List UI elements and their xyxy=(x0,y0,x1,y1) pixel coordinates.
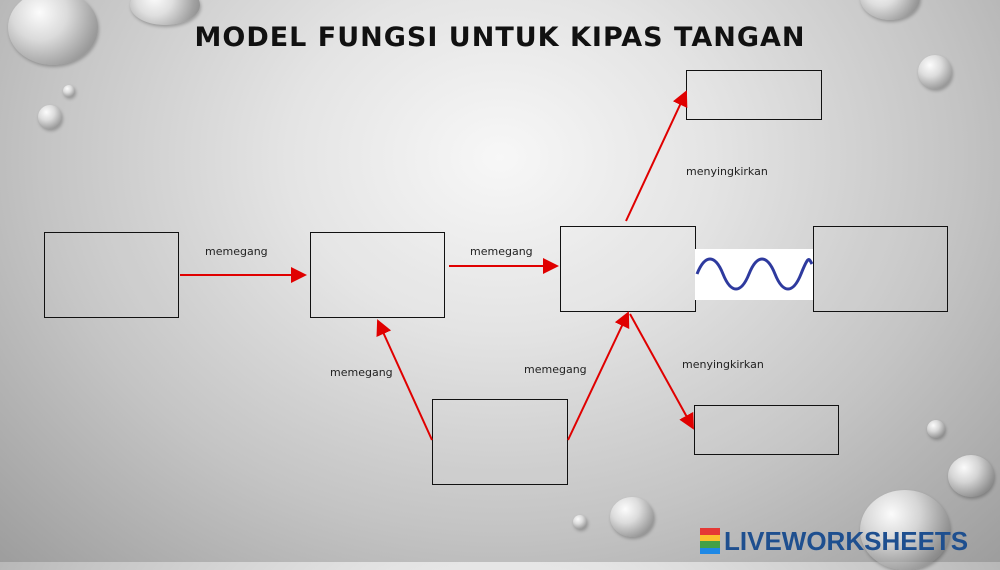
liveworksheets-icon xyxy=(700,528,720,554)
function-box-1[interactable] xyxy=(310,232,445,318)
arrow-bottom-to-function2 xyxy=(567,311,630,441)
water-drop xyxy=(38,105,62,129)
label-memegang: memegang xyxy=(470,245,533,258)
label-menyingkirkan: menyingkirkan xyxy=(686,165,768,178)
label-memegang: memegang xyxy=(205,245,268,258)
output-box-right[interactable] xyxy=(813,226,948,312)
arrow-bottom-to-function1 xyxy=(376,319,433,441)
function-box-2[interactable] xyxy=(560,226,696,312)
water-drop xyxy=(610,497,654,537)
sine-wave-icon xyxy=(695,257,814,291)
function-box-bottom[interactable] xyxy=(432,399,568,485)
arrow-function2-to-top xyxy=(625,90,688,222)
output-box-bottom[interactable] xyxy=(694,405,839,455)
label-memegang: memegang xyxy=(524,363,587,376)
water-drop xyxy=(8,0,98,65)
label-memegang: memegang xyxy=(330,366,393,379)
water-drop xyxy=(573,515,587,529)
output-box-top[interactable] xyxy=(686,70,822,120)
water-drop xyxy=(860,0,920,20)
water-drop xyxy=(860,490,950,570)
label-menyingkirkan: menyingkirkan xyxy=(682,358,764,371)
water-drop xyxy=(948,455,994,497)
water-drop xyxy=(918,55,952,89)
water-drop xyxy=(927,420,945,438)
water-drop xyxy=(63,85,75,97)
liveworksheets-logo: LIVEWORKSHEETS xyxy=(700,525,969,556)
arrow-function2-to-bottom xyxy=(629,313,694,430)
wave-image xyxy=(695,249,814,300)
brand-text: LIVEWORKSHEETS xyxy=(724,525,969,556)
input-box[interactable] xyxy=(44,232,179,318)
page-title: MODEL FUNGSI UNTUK KIPAS TANGAN xyxy=(194,22,806,53)
